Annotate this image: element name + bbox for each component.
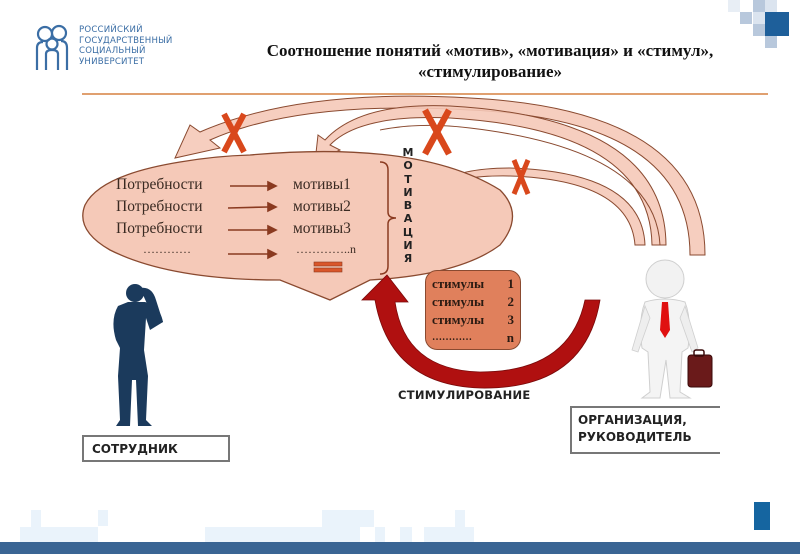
motivation-letter: Т bbox=[404, 172, 412, 186]
title-line-2: «стимулирование» bbox=[417, 62, 563, 81]
manager-figure bbox=[631, 259, 713, 399]
stimulus-label: стимулы bbox=[432, 294, 485, 309]
cross-icon bbox=[511, 159, 531, 195]
logo-line: РОССИЙСКИЙ bbox=[79, 25, 143, 35]
logo-text: РОССИЙСКИЙ ГОСУДАРСТВЕННЫЙ СОЦИАЛЬНЫЙ УН… bbox=[79, 25, 173, 67]
motivation-vertical-label: М О Т И В А Ц И Я bbox=[401, 146, 415, 266]
title-divider bbox=[82, 93, 768, 95]
corner-decoration bbox=[0, 0, 800, 60]
feedback-arrow-outer bbox=[174, 95, 706, 256]
stimulus-row: стимулы 3 bbox=[432, 311, 514, 329]
stimulus-number: n bbox=[506, 330, 514, 345]
motive-label: мотивы2 bbox=[293, 198, 351, 215]
motive-label: мотивы1 bbox=[293, 176, 351, 193]
need-label: Потребности bbox=[116, 220, 203, 237]
family-figures-icon bbox=[35, 24, 69, 70]
employee-label-text: СОТРУДНИК bbox=[92, 442, 178, 456]
organization-label: ОРГАНИЗАЦИЯ, РУКОВОДИТЕЛЬ bbox=[570, 406, 720, 454]
footer-bar bbox=[0, 542, 800, 554]
stimulation-arrow bbox=[361, 274, 601, 389]
logo-line: УНИВЕРСИТЕТ bbox=[79, 56, 145, 67]
feedback-arrow-middle bbox=[314, 105, 667, 246]
stimulus-row: стимулы 2 bbox=[432, 293, 514, 311]
stimulus-row: ………… n bbox=[432, 329, 514, 347]
briefcase-icon bbox=[687, 354, 713, 388]
title-line-1: Соотношение понятий «мотив», «мотивация»… bbox=[266, 41, 714, 60]
stimulus-row: стимулы 1 bbox=[432, 275, 514, 293]
organization-label-line-1: ОРГАНИЗАЦИЯ, bbox=[578, 413, 687, 427]
motivation-letter: А bbox=[403, 212, 413, 226]
motivation-letter: Я bbox=[403, 252, 413, 266]
organization-label-line-2: РУКОВОДИТЕЛЬ bbox=[578, 430, 692, 444]
employee-silhouette bbox=[113, 284, 163, 426]
stimulus-number: 1 bbox=[507, 276, 515, 291]
logo-line: СОЦИАЛЬНЫЙ bbox=[79, 46, 146, 57]
blue-square-decoration bbox=[754, 502, 770, 530]
motivation-letter: Ц bbox=[402, 225, 414, 239]
need-motive-arrows bbox=[227, 180, 278, 260]
employee-thought-bubble bbox=[82, 150, 513, 301]
motivation-letter: О bbox=[403, 159, 413, 173]
stimulation-label: СТИМУЛИРОВАНИЕ bbox=[398, 388, 531, 402]
motive-label: …………..n bbox=[296, 242, 356, 256]
need-label: Потребности bbox=[116, 176, 203, 193]
page-title: Соотношение понятий «мотив», «мотивация»… bbox=[200, 40, 780, 82]
stimuli-box: стимулы 1 стимулы 2 стимулы 3 ………… n bbox=[425, 270, 521, 350]
stimulus-label: стимулы bbox=[432, 276, 485, 291]
stimulus-number: 2 bbox=[507, 294, 515, 309]
university-logo: РОССИЙСКИЙ ГОСУДАРСТВЕННЫЙ СОЦИАЛЬНЫЙ УН… bbox=[33, 22, 193, 74]
feedback-arrow-thin bbox=[379, 124, 661, 246]
employee-label: СОТРУДНИК bbox=[82, 435, 230, 462]
equals-sign bbox=[313, 261, 343, 273]
need-label: ………… bbox=[143, 242, 191, 256]
stimulus-label: ………… bbox=[432, 332, 472, 343]
cross-icon bbox=[221, 112, 247, 154]
motivation-bracket bbox=[379, 161, 397, 275]
motivation-letter: В bbox=[403, 199, 413, 213]
stimulus-label: стимулы bbox=[432, 312, 485, 327]
stimulus-number: 3 bbox=[507, 312, 515, 327]
tie-icon bbox=[660, 302, 670, 338]
motivation-letter: И bbox=[403, 239, 413, 253]
need-label: Потребности bbox=[116, 198, 203, 215]
motivation-letter: М bbox=[402, 146, 414, 159]
logo-line: ГОСУДАРСТВЕННЫЙ bbox=[79, 35, 173, 46]
cross-icon bbox=[422, 108, 452, 156]
motive-label: мотивы3 bbox=[293, 220, 351, 237]
motivation-letter: И bbox=[403, 185, 413, 199]
